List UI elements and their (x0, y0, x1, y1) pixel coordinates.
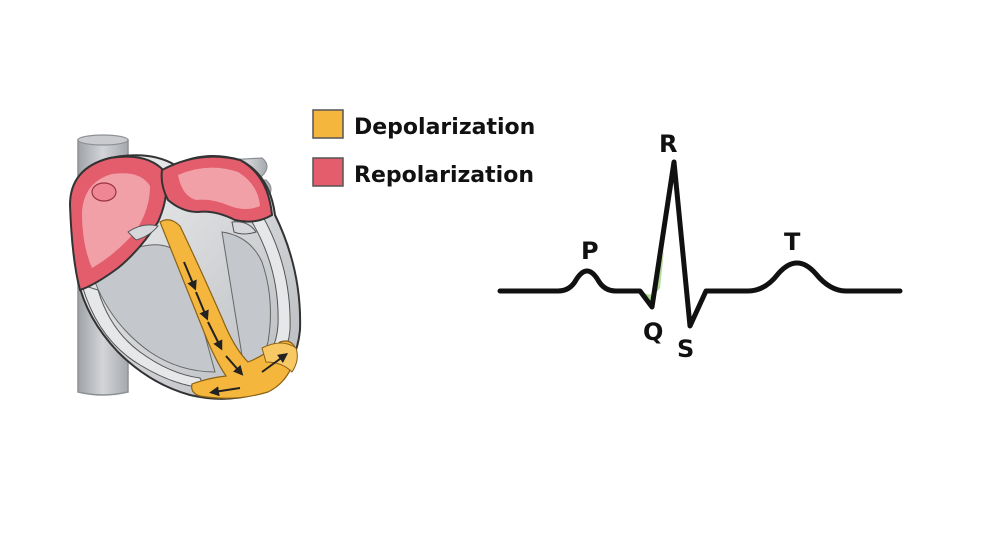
tricuspid-valve (127, 224, 159, 241)
ecg-trace (497, 159, 903, 329)
bundle-of-his (159, 219, 297, 399)
sinoatrial-node (91, 182, 117, 202)
conduction-arrows (183, 261, 289, 397)
legend-label-depolarization: Depolarization (354, 115, 535, 140)
legend: Depolarization Repolarization (312, 109, 535, 188)
legend-label-repolarization: Repolarization (354, 163, 534, 188)
ecg-label-t: T (784, 228, 801, 256)
mitral-valve (231, 221, 257, 235)
legend-swatch-depolarization (312, 109, 344, 139)
ecg-label-r: R (659, 130, 677, 158)
vena-cava-opening (77, 134, 129, 146)
ecg-label-p: P (581, 237, 599, 265)
ecg-waveform: P Q R S T (497, 130, 903, 363)
ecg-label-s: S (677, 335, 694, 363)
heart-illustration (68, 134, 302, 400)
legend-swatch-repolarization (312, 157, 344, 187)
ecg-label-q: Q (643, 318, 663, 346)
left-atrium-highlight (178, 167, 260, 209)
